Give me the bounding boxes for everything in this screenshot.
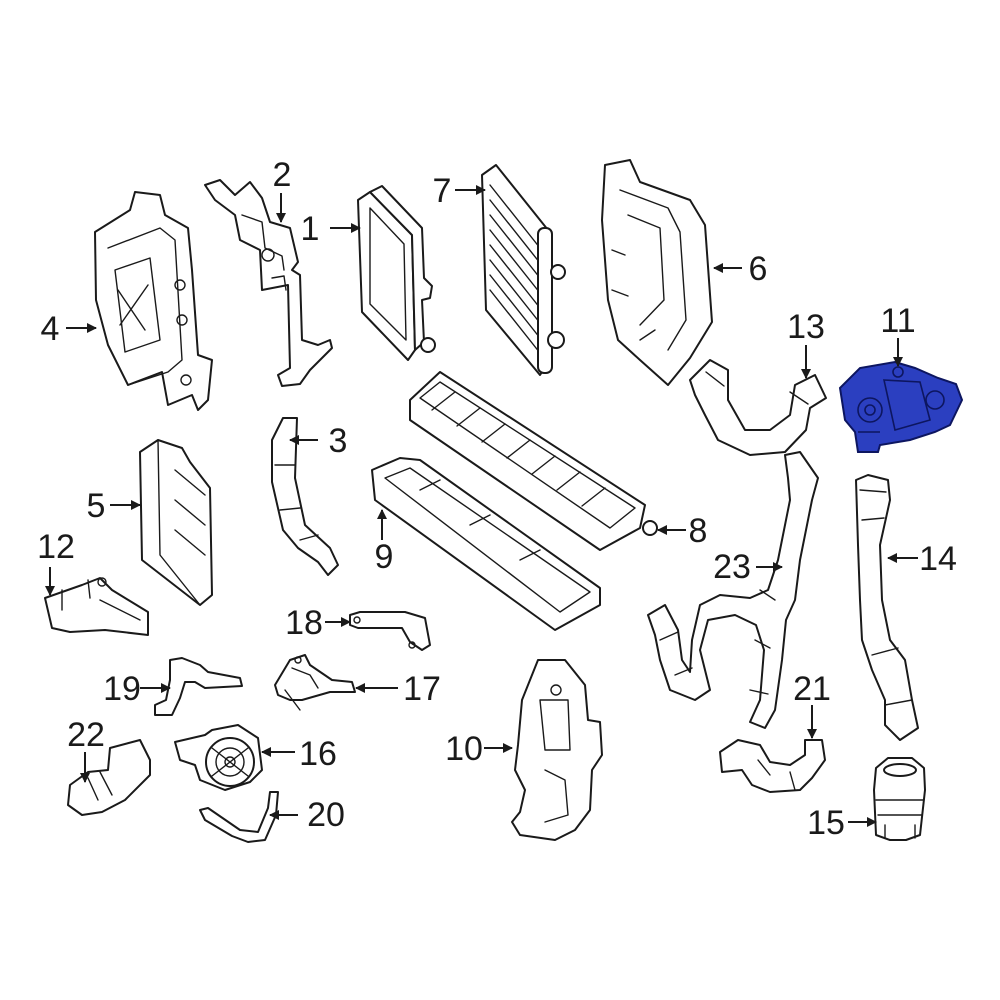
callout-20: 20: [307, 796, 345, 834]
part-7-condenser[interactable]: [481, 164, 566, 376]
callout-10: 10: [445, 730, 483, 768]
callout-22: 22: [67, 716, 105, 754]
part-20-strap[interactable]: [199, 791, 279, 843]
part-11-thermostat-housing[interactable]: [838, 360, 964, 453]
part-10-housing[interactable]: [511, 659, 603, 841]
part-4-fan-shroud[interactable]: [94, 191, 213, 411]
part-23-hose[interactable]: [647, 451, 819, 729]
part-14-hose[interactable]: [855, 474, 919, 741]
part-8-charge-air-cooler[interactable]: [409, 371, 658, 551]
part-15-pump[interactable]: [873, 757, 926, 841]
part-9-tray[interactable]: [371, 457, 601, 631]
part-1-radiator[interactable]: [357, 185, 436, 361]
callout-15: 15: [807, 804, 845, 842]
part-6-shroud[interactable]: [601, 159, 713, 386]
callout-11: 11: [880, 302, 915, 340]
part-19-pipe[interactable]: [154, 657, 243, 716]
callout-2: 2: [273, 156, 292, 194]
part-12-bracket[interactable]: [44, 577, 149, 636]
callout-labels: 1 2 3 4 5 6 7 8 9 10 11 12 13 14 15 16 1…: [37, 156, 957, 842]
part-5-module[interactable]: [139, 439, 213, 606]
callout-1: 1: [301, 210, 320, 248]
callout-5: 5: [87, 487, 106, 525]
part-3-pipe[interactable]: [271, 417, 339, 576]
part-21-hose[interactable]: [719, 739, 826, 793]
callout-21: 21: [793, 670, 831, 708]
part-2-bracket[interactable]: [204, 179, 333, 387]
callout-14: 14: [919, 540, 957, 578]
callout-23: 23: [713, 548, 751, 586]
callout-8: 8: [689, 512, 708, 550]
callout-4: 4: [41, 310, 60, 348]
part-16-pump[interactable]: [174, 724, 263, 791]
callout-3: 3: [329, 422, 348, 460]
callout-13: 13: [787, 308, 825, 346]
callout-18: 18: [285, 604, 323, 642]
callout-16: 16: [299, 735, 337, 773]
callout-7: 7: [433, 172, 452, 210]
callout-12: 12: [37, 528, 75, 566]
callout-6: 6: [749, 250, 768, 288]
leader-lines: [45, 185, 918, 827]
part-13-hose[interactable]: [689, 359, 827, 456]
part-17-bracket[interactable]: [274, 654, 356, 711]
callout-17: 17: [403, 670, 441, 708]
callout-19: 19: [103, 670, 141, 708]
part-18-clamp[interactable]: [349, 611, 431, 651]
callout-9: 9: [375, 538, 394, 576]
